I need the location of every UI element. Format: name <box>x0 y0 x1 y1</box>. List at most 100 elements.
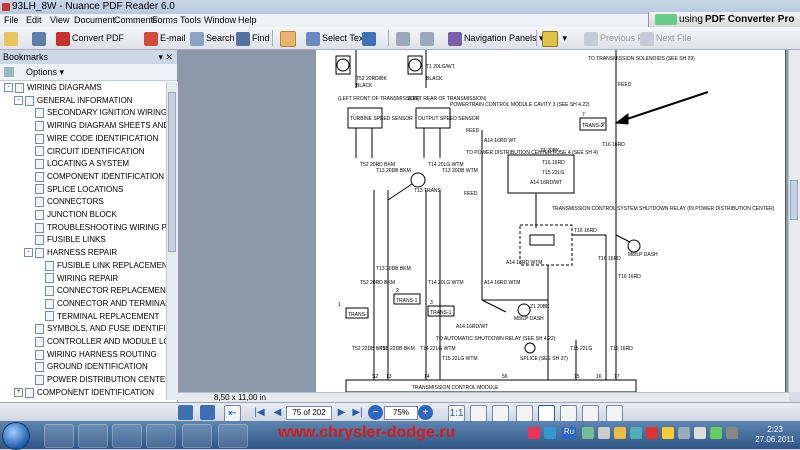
facing-button[interactable] <box>560 405 577 422</box>
menu-document[interactable]: Document <box>74 15 116 25</box>
last-page-button[interactable]: ▶| <box>352 407 363 418</box>
previous-file-button[interactable]: Previous File <box>584 30 652 46</box>
bookmark-item[interactable]: CIRCUIT IDENTIFICATION <box>24 146 144 158</box>
bookmark-item[interactable]: WIRE CODE IDENTIFICATION <box>24 133 158 145</box>
bookmark-item[interactable]: CONNECTOR REPLACEMENT <box>34 285 166 297</box>
options-button[interactable]: Options ▾ <box>26 67 65 77</box>
taskbar-pdf-reader[interactable] <box>182 424 212 448</box>
tray-icon[interactable] <box>662 427 674 439</box>
taskbar-media[interactable] <box>78 424 108 448</box>
tray-icon[interactable] <box>646 427 658 439</box>
previous-page-button[interactable]: ◀ <box>273 407 282 418</box>
select-text-button[interactable]: Select Text <box>306 30 366 46</box>
continuous-facing-button[interactable] <box>582 405 599 422</box>
email-button[interactable]: E-mail <box>144 30 186 46</box>
bookmark-item[interactable]: JUNCTION BLOCK <box>24 209 117 221</box>
volume-icon[interactable] <box>694 427 706 439</box>
tray-icon[interactable] <box>614 427 626 439</box>
document-horizontal-scrollbar[interactable]: 8,50 x 11,00 in <box>178 392 789 403</box>
bookmark-item[interactable]: +COMPONENT IDENTIFICATION <box>14 387 154 399</box>
bookmark-item[interactable]: GROUND IDENTIFICATION <box>24 361 148 373</box>
first-page-button[interactable]: |◀ <box>254 407 265 418</box>
tray-icon[interactable] <box>544 427 556 439</box>
bookmarks-scrollbar[interactable] <box>166 82 178 400</box>
expander-icon[interactable]: - <box>4 83 13 93</box>
bookmark-item[interactable]: -GENERAL INFORMATION <box>14 95 133 107</box>
bookmark-item[interactable]: FUSIBLE LINKS <box>24 234 106 246</box>
menu-view[interactable]: View <box>50 15 70 25</box>
zoom-in-icon[interactable]: + <box>418 405 433 420</box>
zoom-level-field[interactable]: 75% <box>384 406 418 420</box>
bookmark-item[interactable]: COMPONENT IDENTIFICATION <box>24 171 164 183</box>
save-button[interactable] <box>32 30 48 46</box>
undo-button[interactable] <box>396 30 412 46</box>
document-area[interactable]: T52 20RD/BK T1 20LG/WT BLACK BLACK (LEFT… <box>178 50 800 393</box>
fit-width-button[interactable] <box>492 405 509 422</box>
taskbar-tool[interactable] <box>218 424 248 448</box>
tray-icon[interactable] <box>630 427 642 439</box>
bookmark-item[interactable]: TERMINAL REPLACEMENT <box>34 311 159 323</box>
clock[interactable]: 2:23 27.06.2011 <box>752 425 798 445</box>
open-button[interactable] <box>4 30 20 46</box>
menu-edit[interactable]: Edit <box>26 15 42 25</box>
bookmark-item[interactable]: WIRING REPAIR <box>34 273 118 285</box>
bookmark-item[interactable]: SPLICE LOCATIONS <box>24 184 123 196</box>
promo-banner[interactable]: using PDF Converter Pro 7 <box>648 12 800 40</box>
menu-window[interactable]: Window <box>204 15 237 25</box>
tray-icon[interactable] <box>528 427 540 439</box>
bookmark-item[interactable]: SYMBOLS, AND FUSE IDENTIFICATI <box>24 323 166 335</box>
bookmark-item[interactable]: SECONDARY IGNITION WIRING <box>24 107 166 119</box>
next-file-button[interactable]: Next File <box>640 30 692 46</box>
zoom-out-icon[interactable]: − <box>368 405 383 420</box>
find-button[interactable]: Find <box>236 30 270 46</box>
taskbar-app[interactable] <box>112 424 142 448</box>
scrollbar-thumb[interactable] <box>168 92 176 252</box>
next-page-button[interactable]: ▶ <box>337 407 346 418</box>
rotate-icon[interactable] <box>200 405 215 420</box>
tray-icon[interactable] <box>678 427 690 439</box>
actual-size-button[interactable]: 1:1 <box>448 405 465 422</box>
language-indicator[interactable]: Ru <box>562 427 576 439</box>
history-button[interactable]: ▾ <box>542 30 567 47</box>
single-page-button[interactable] <box>516 405 533 422</box>
snapshot-button[interactable] <box>362 30 378 46</box>
convert-pdf-button[interactable]: Convert PDF <box>56 30 124 46</box>
redo-button[interactable] <box>420 30 436 46</box>
continuous-button[interactable] <box>538 405 555 422</box>
back-button[interactable]: ⇤ <box>224 405 241 422</box>
expander-icon[interactable]: - <box>14 96 23 106</box>
bookmark-item[interactable]: FUSIBLE LINK REPLACEMENT <box>34 260 166 272</box>
bookmark-item[interactable]: POWER DISTRIBUTION CENTER IDE <box>24 374 166 386</box>
taskbar-explorer[interactable] <box>44 424 74 448</box>
bookmark-item[interactable]: WIRING DIAGRAM SHEETS AND IND <box>24 120 166 132</box>
bookmark-item[interactable]: LOCATING A SYSTEM <box>24 158 129 170</box>
expander-icon[interactable]: - <box>24 248 33 258</box>
bookmark-item[interactable]: WIRING HARNESS ROUTING <box>24 349 157 361</box>
bookmark-item[interactable]: CONTROLLER AND MODULE LOCATI <box>24 336 166 348</box>
search-button[interactable]: Search <box>190 30 235 46</box>
navigation-panels-button[interactable]: Navigation Panels ▾ <box>448 30 544 46</box>
full-screen-button[interactable] <box>606 405 623 422</box>
menu-comments[interactable]: Comments <box>114 15 158 25</box>
page-number-field[interactable]: 75 of 202 <box>286 406 332 420</box>
menu-file[interactable]: File <box>4 15 19 25</box>
doc-scroll-thumb[interactable] <box>790 180 798 220</box>
bookmark-item[interactable]: TROUBLESHOOTING WIRING PROBI <box>24 222 166 234</box>
fit-page-button[interactable] <box>470 405 487 422</box>
bookmark-item[interactable]: CONNECTOR AND TERMINAL AS <box>34 298 166 310</box>
tray-icon[interactable] <box>598 427 610 439</box>
expander-icon[interactable]: + <box>14 388 23 398</box>
menu-help[interactable]: Help <box>238 15 257 25</box>
bookmark-item[interactable]: -WIRING DIAGRAMS <box>4 82 102 94</box>
menu-forms[interactable]: Forms <box>152 15 178 25</box>
tray-icon[interactable] <box>726 427 738 439</box>
menu-tools[interactable]: Tools <box>180 15 202 25</box>
fit-icon[interactable] <box>178 405 193 420</box>
document-vertical-scrollbar[interactable] <box>788 50 800 392</box>
start-button[interactable] <box>2 422 30 450</box>
network-icon[interactable] <box>710 427 722 439</box>
bookmark-item[interactable]: -HARNESS REPAIR <box>24 247 117 259</box>
close-panel-icon[interactable]: ▾ ✕ <box>158 52 173 62</box>
hand-tool-button[interactable] <box>280 30 298 47</box>
taskbar-firefox[interactable] <box>146 424 176 448</box>
